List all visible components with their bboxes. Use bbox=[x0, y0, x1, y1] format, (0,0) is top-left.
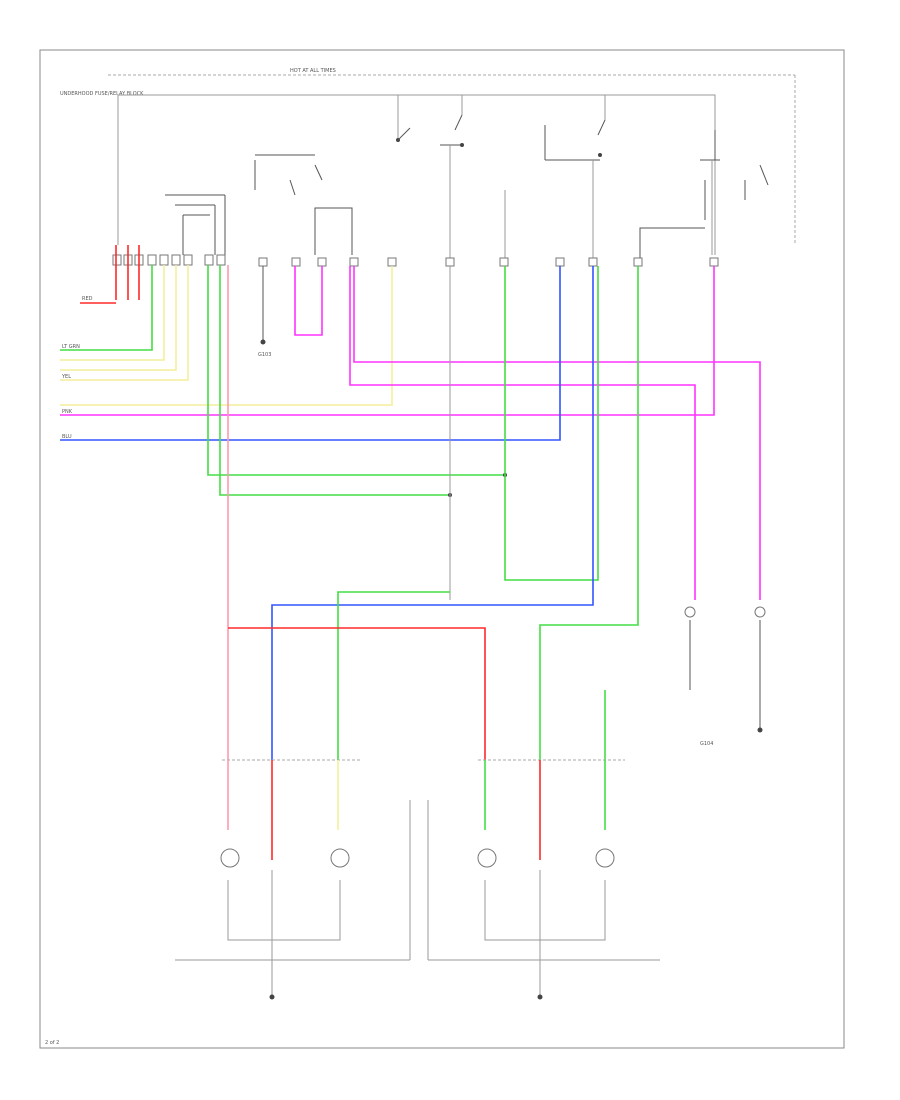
connector-row bbox=[112, 254, 719, 267]
fuse-relay-block-label: UNDERHOOD FUSE/RELAY BLOCK bbox=[60, 91, 144, 97]
page-reference: 2 of 2 bbox=[45, 1040, 59, 1046]
yel-wire-label: YEL bbox=[61, 374, 71, 380]
right-headlamp-assembly bbox=[427, 760, 660, 1000]
blu-wire-label: BLU bbox=[62, 434, 72, 440]
pnk-wire-label: PNK bbox=[62, 409, 73, 415]
right-side-lamps: G104 bbox=[684, 606, 766, 747]
ground-g103-label: G103 bbox=[258, 352, 271, 358]
diagram-frame bbox=[39, 49, 845, 1049]
ground-g104-label: G104 bbox=[700, 741, 713, 747]
red-wire-label: RED bbox=[82, 296, 93, 302]
main-power-line bbox=[117, 94, 716, 255]
signal-wires: LT GRN YEL PNK BLU bbox=[60, 265, 761, 600]
lamp-feed-wires bbox=[227, 265, 639, 760]
relay-switches bbox=[254, 114, 769, 260]
module-block bbox=[165, 194, 353, 255]
left-headlamp-assembly bbox=[175, 760, 411, 1000]
ltgn-wire-label: LT GRN bbox=[62, 344, 80, 350]
hot-at-all-times-label: HOT AT ALL TIMES bbox=[290, 68, 336, 74]
